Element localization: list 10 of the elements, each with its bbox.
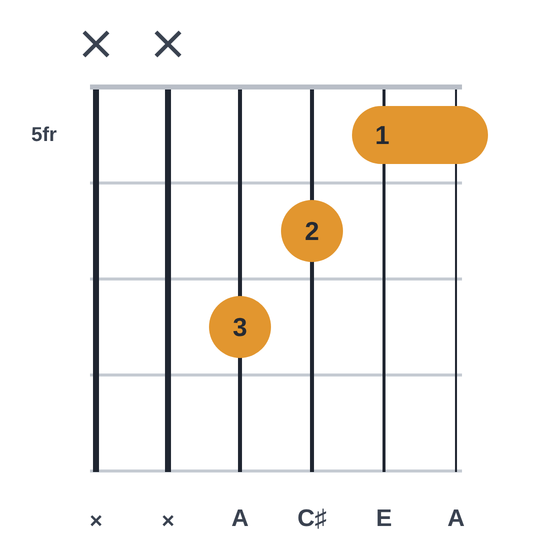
note-name: A [447, 507, 465, 531]
muted-string-label: × [90, 510, 102, 532]
finger-number: 2 [304, 218, 320, 244]
note-name: A [231, 507, 249, 531]
note-name: C♯ [297, 507, 327, 531]
fret-number: 5fr [31, 125, 57, 145]
finger-number: 3 [232, 314, 248, 340]
note-name: E [376, 507, 392, 531]
finger-number: 1 [375, 122, 390, 148]
muted-string-label: × [162, 510, 174, 532]
